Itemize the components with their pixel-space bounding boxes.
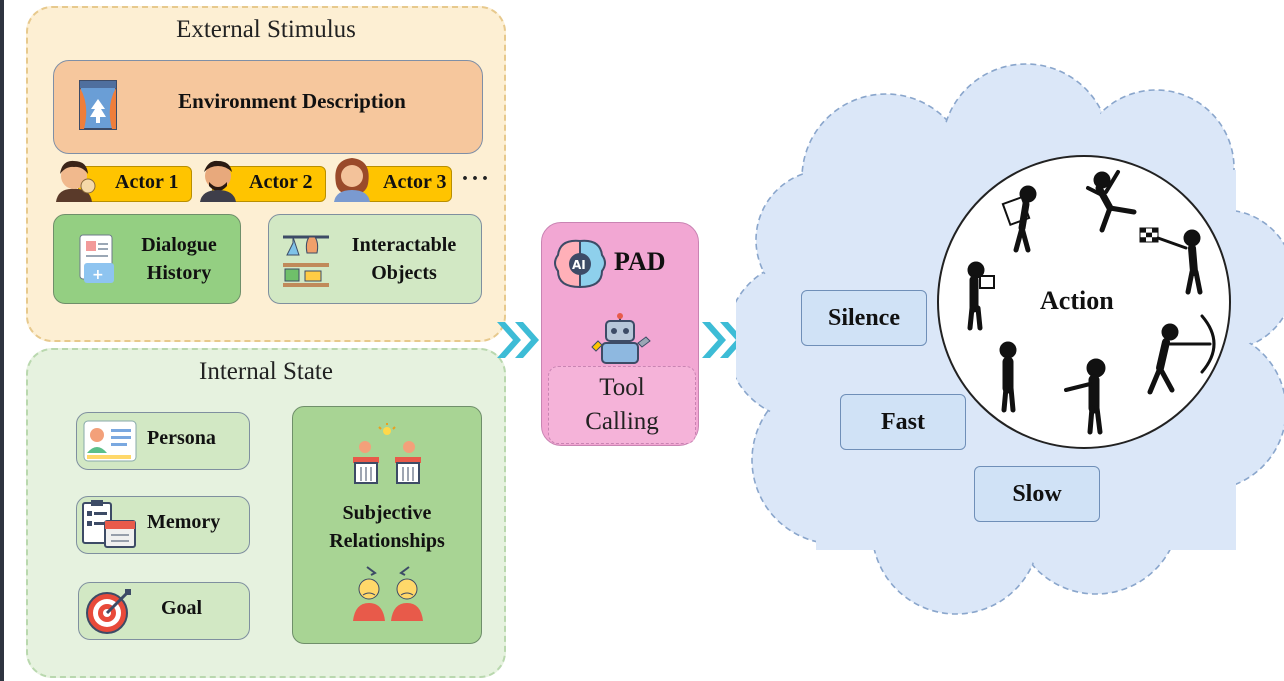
target-goal-icon	[86, 589, 131, 634]
dialogue-history-icon: +	[79, 234, 114, 283]
relationships-line1: Subjective	[342, 502, 432, 524]
figure-standing-icon	[999, 341, 1017, 413]
fast-option: Fast	[840, 394, 966, 450]
ai-badge-text: AI	[572, 258, 586, 272]
more-actors-ellipsis: ···	[461, 166, 492, 192]
double-chevron-arrow-icon	[497, 322, 539, 358]
interactable-objects-box: Interactable Objects	[268, 214, 482, 304]
arguing-people-icon	[353, 566, 423, 621]
pad-label: PAD	[614, 247, 666, 276]
figure-carrying-icon	[967, 261, 995, 331]
action-circle	[937, 155, 1231, 449]
ai-brain-icon: AI	[554, 239, 606, 289]
tool-calling-line2: Calling	[585, 408, 659, 435]
shelf-objects-icon	[283, 235, 329, 287]
actor-1-tag: Actor 1	[78, 166, 192, 202]
svg-text:+: +	[92, 267, 104, 283]
tool-calling-box: Tool Calling	[548, 366, 696, 444]
actor-2-label: Actor 2	[249, 171, 313, 193]
actor-3-label: Actor 3	[383, 171, 447, 193]
interactable-objects-line2: Objects	[371, 262, 437, 284]
figure-flag-icon	[1139, 227, 1203, 295]
persona-card-icon	[83, 420, 137, 462]
external-stimulus-title: External Stimulus	[176, 16, 356, 43]
environment-description-label: Environment Description	[178, 89, 406, 113]
dialogue-history-line1: Dialogue	[141, 234, 217, 256]
tool-calling-line1: Tool	[599, 374, 645, 401]
internal-state-title: Internal State	[199, 358, 333, 385]
dialogue-history-line2: History	[146, 262, 212, 284]
goal-label: Goal	[161, 597, 203, 619]
action-label: Action	[1040, 286, 1114, 315]
goal-box: Goal	[78, 582, 250, 640]
actor-3-avatar-icon	[334, 158, 370, 202]
actor-1-label: Actor 1	[115, 171, 179, 193]
memory-box: Memory	[76, 496, 250, 554]
memory-label: Memory	[147, 511, 221, 533]
figure-archer-icon	[1147, 314, 1216, 395]
relationships-line2: Relationships	[329, 530, 445, 552]
figure-jumping-icon	[1086, 170, 1137, 233]
persona-label: Persona	[147, 427, 216, 449]
figure-thinking-icon	[1064, 358, 1106, 435]
environment-description-box: Environment Description	[53, 60, 483, 154]
interactable-objects-line1: Interactable	[351, 234, 457, 256]
window-icon	[79, 80, 117, 130]
dialogue-history-box: + Dialogue History	[53, 214, 241, 304]
memory-checklist-icon	[82, 500, 136, 548]
left-border	[0, 0, 4, 681]
actor-2-avatar-icon	[200, 160, 236, 202]
silence-option: Silence	[801, 290, 927, 346]
figure-paper-icon	[1001, 185, 1037, 253]
meeting-podiums-icon	[353, 423, 421, 484]
robot-tools-icon	[591, 313, 651, 364]
subjective-relationships-box: Subjective Relationships	[292, 406, 482, 644]
persona-box: Persona	[76, 412, 250, 470]
slow-option: Slow	[974, 466, 1100, 522]
actor-1-avatar-icon	[56, 160, 96, 202]
